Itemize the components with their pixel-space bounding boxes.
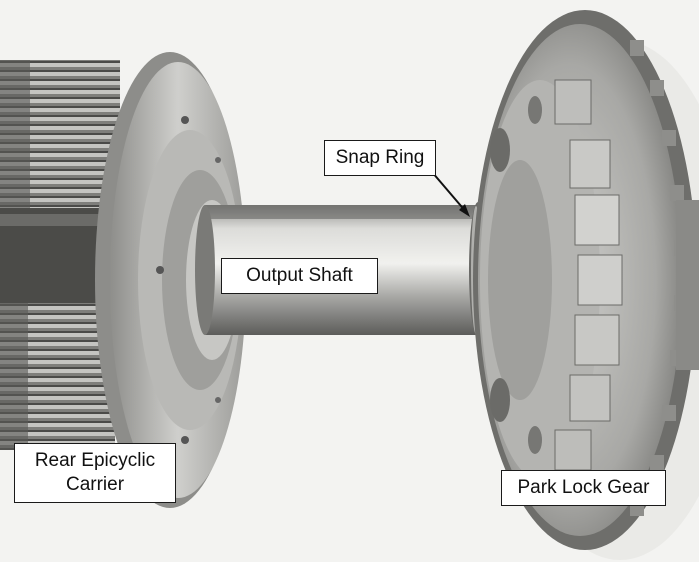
label-rear-carrier-line2: Carrier [65,474,125,495]
rear-planet-gears [0,60,120,450]
park-lock-gear [473,10,699,550]
snap-ring-pointer [431,171,468,214]
label-snap-ring-text: Snap Ring [335,147,425,168]
label-output-shaft-text: Output Shaft [246,265,353,286]
label-output-shaft: Output Shaft [221,258,378,294]
label-park-lock-gear-text: Park Lock Gear [517,477,650,498]
label-rear-epicyclic-carrier: Rear Epicyclic Carrier [14,443,176,503]
label-snap-ring: Snap Ring [324,140,436,176]
label-rear-carrier-line1: Rear Epicyclic [34,450,156,471]
label-park-lock-gear: Park Lock Gear [501,470,666,506]
